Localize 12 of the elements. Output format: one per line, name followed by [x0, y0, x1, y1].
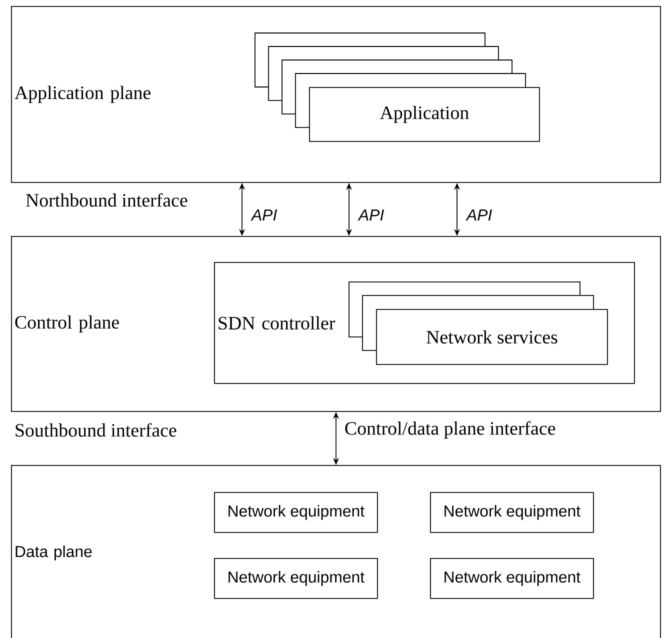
equipment-box: Network equipment [430, 558, 594, 599]
interface-label: Southbound interface [16, 423, 176, 437]
services-box: Network services [376, 309, 608, 365]
equipment-box: Network equipment [214, 558, 378, 599]
equipment-box: Network equipment [430, 492, 594, 533]
edge-label: API [358, 210, 384, 220]
equipment-box: Network equipment [214, 492, 378, 533]
edge-label: API [250, 210, 277, 220]
edge-label: API [466, 210, 492, 220]
interface-label: Northbound interface [26, 193, 188, 207]
application-box: Application [309, 86, 540, 142]
edge-label: Control/data plane interface [345, 421, 556, 439]
